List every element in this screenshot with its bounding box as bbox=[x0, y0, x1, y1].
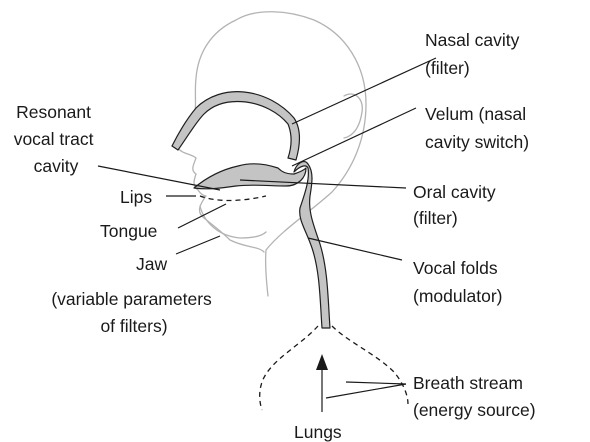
label-nasal-cavity: Nasal cavity (filter) bbox=[425, 30, 524, 78]
label-jaw: Jaw bbox=[136, 254, 167, 274]
leader-resonant bbox=[98, 166, 220, 190]
left-lung-outline bbox=[260, 326, 318, 410]
label-tongue: Tongue bbox=[100, 221, 157, 241]
head-outline bbox=[178, 12, 366, 296]
leader-breath-stream-lower bbox=[326, 384, 406, 398]
label-vocal-folds: Vocal folds (modulator) bbox=[413, 258, 503, 306]
label-velum: Velum (nasal cavity switch) bbox=[425, 104, 531, 152]
pharynx-trachea-shape bbox=[294, 162, 330, 328]
lungs-arrow-head bbox=[316, 354, 328, 370]
label-lungs: Lungs bbox=[294, 422, 342, 442]
oral-cavity-shape bbox=[194, 164, 306, 189]
label-variable-parameters: (variable parameters of filters) bbox=[51, 289, 216, 336]
label-lips: Lips bbox=[120, 187, 152, 207]
label-resonant-vocal-tract-cavity: Resonant vocal tract cavity bbox=[14, 102, 99, 176]
ear-outline bbox=[344, 94, 362, 138]
label-breath-stream: Breath stream (energy source) bbox=[413, 373, 536, 420]
right-lung-outline bbox=[332, 326, 408, 404]
label-oral-cavity: Oral cavity (filter) bbox=[413, 182, 501, 228]
leader-velum bbox=[292, 108, 416, 166]
tongue-dashed-line bbox=[200, 196, 266, 201]
nasal-cavity-shape bbox=[172, 92, 300, 160]
leader-breath-stream-upper bbox=[346, 382, 406, 384]
leader-jaw bbox=[176, 236, 220, 254]
leader-nasal-cavity bbox=[292, 58, 436, 124]
leader-tongue bbox=[178, 204, 226, 228]
